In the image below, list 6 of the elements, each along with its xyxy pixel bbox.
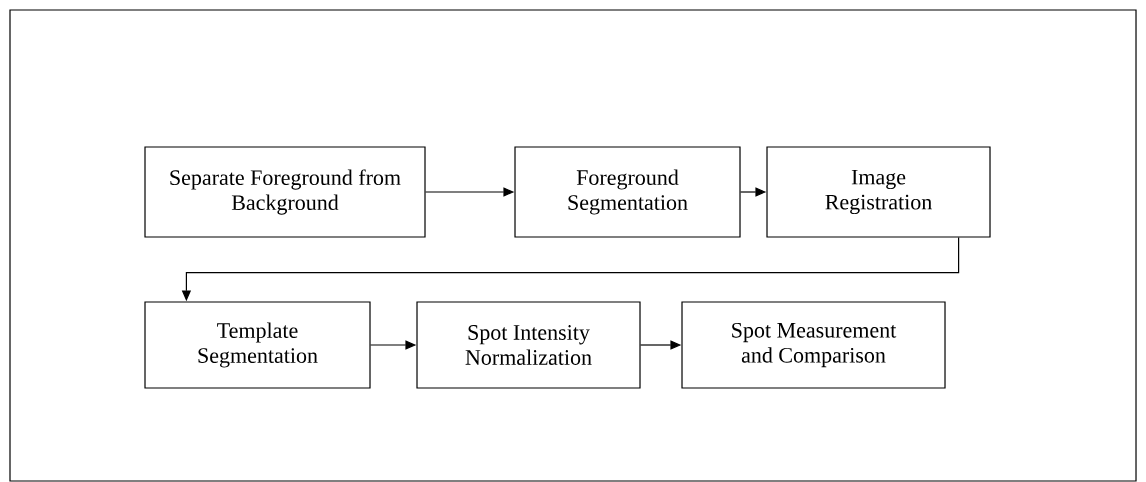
- process-box: Spot Intensity Normalization: [416, 301, 641, 389]
- process-box: Spot Measurement and Comparison: [681, 301, 946, 389]
- process-box: Image Registration: [766, 146, 991, 238]
- process-box: Separate Foreground from Background: [144, 146, 426, 238]
- process-box: Template Segmentation: [144, 301, 371, 389]
- process-box: Foreground Segmentation: [514, 146, 741, 238]
